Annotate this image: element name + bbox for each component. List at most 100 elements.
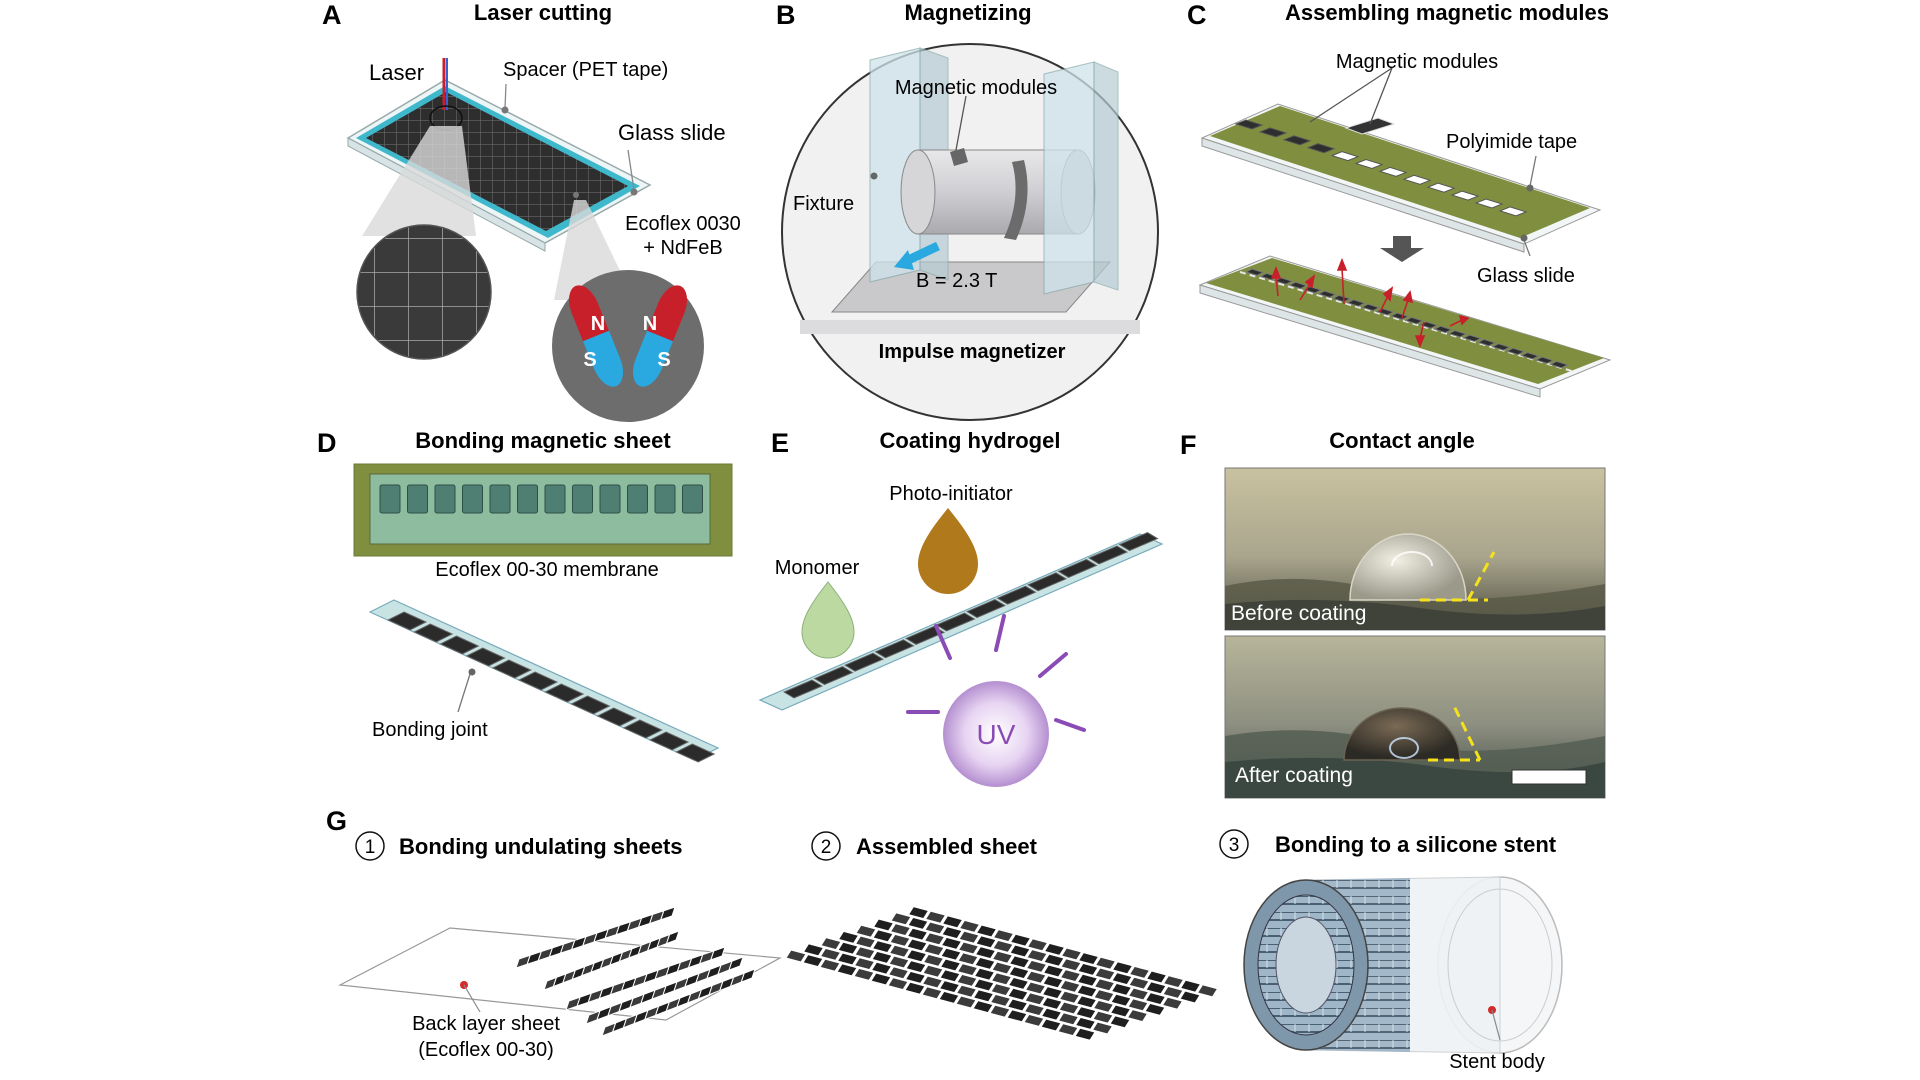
sheet-tile [1041, 996, 1063, 1010]
ecoflex-label-1: Ecoflex 0030 [625, 213, 741, 235]
sheet-tile [1074, 1016, 1097, 1030]
module-strip-on-cylinder [1004, 160, 1028, 240]
n-label-left: N [591, 313, 605, 335]
sheet-tile [1009, 944, 1031, 958]
magnet-particle-right [632, 285, 688, 387]
sheet-tile [820, 937, 842, 951]
panel-d-letter: D [317, 428, 337, 458]
sheet-tile [1128, 976, 1150, 990]
sheet-tile [921, 975, 944, 989]
sheet-tile [1023, 1003, 1046, 1017]
sheet-tile [1094, 967, 1116, 981]
sheet-tile [1077, 952, 1100, 966]
tape-module [1306, 143, 1336, 154]
membrane-cell [434, 484, 456, 514]
sheet-tile [940, 947, 962, 961]
panel-b: B Magnetizing Magnetic modules Fixture B… [776, 0, 1159, 421]
tape-cell [1402, 174, 1432, 185]
sheet-tile [973, 967, 996, 981]
sheet-tile [872, 929, 894, 943]
sheet-tile [1161, 996, 1184, 1010]
panel-g-letter: G [326, 806, 347, 836]
tape-cell [1450, 190, 1480, 201]
sheet-tile [958, 919, 981, 933]
sheet-tile [989, 1004, 1011, 1018]
sheet-tile [1091, 1021, 1114, 1035]
sheet-tile [1075, 995, 1098, 1009]
coated-module [843, 652, 885, 672]
sheet-tile [1196, 984, 1219, 998]
uv-lamp [943, 681, 1049, 787]
sheet-tile [972, 989, 995, 1003]
sheet-tile [905, 960, 927, 974]
sheet-tile [871, 950, 893, 964]
sheet-tile [956, 963, 979, 977]
magnetization-arrows [1270, 257, 1470, 349]
assembled-module [1549, 360, 1569, 369]
sheet-tile [1025, 959, 1048, 973]
tape-module [1258, 127, 1288, 138]
tape-cell [1354, 158, 1384, 170]
sheet-tile [1007, 976, 1030, 990]
tape-module [1282, 135, 1312, 146]
polyimide-tape-label: Polyimide tape [1446, 131, 1577, 153]
sheet-tile [924, 910, 947, 924]
sheet-tile [1074, 1027, 1096, 1041]
undulating-segment [728, 956, 744, 971]
coated-module [1057, 558, 1098, 578]
sheet-tile [889, 923, 912, 937]
undulating-sheets [515, 906, 756, 1037]
sheet-tile [1058, 990, 1081, 1004]
coated-module [904, 625, 946, 645]
assembled-sheet [785, 906, 1219, 1041]
sheet-tile [837, 941, 859, 955]
sheet-tile [890, 912, 912, 926]
sheet-tile [888, 944, 911, 958]
sheet-tile [837, 930, 860, 944]
sheet-tile [1162, 985, 1184, 999]
sheet-tile [887, 966, 910, 980]
sheet-tile [974, 946, 997, 960]
water-drop-before [1349, 533, 1467, 601]
sheet-tile [802, 954, 824, 968]
sheet-tile [922, 964, 944, 978]
strip-module [491, 659, 532, 679]
step-1-number: 1 [365, 837, 376, 858]
sheet-tile [938, 980, 961, 994]
coated-module [1118, 532, 1159, 552]
panel-e-title: Coating hydrogel [880, 428, 1061, 453]
membrane-cell [407, 484, 428, 514]
sheet-tile [1144, 1002, 1166, 1016]
monomer-label: Monomer [775, 557, 860, 579]
sheet-tile [1025, 970, 1047, 984]
membrane-cell [517, 484, 538, 514]
sheet-tile [1008, 955, 1031, 969]
strip-module [570, 695, 611, 715]
sheet-tile [1009, 933, 1032, 947]
coated-module [782, 679, 824, 699]
assembled-module [1288, 281, 1308, 290]
sheet-tile [1026, 938, 1049, 952]
coated-module [813, 666, 854, 686]
angle-tangent-before [1466, 551, 1496, 601]
undulating-segment [710, 946, 726, 961]
strip-module [544, 683, 585, 703]
panel-f: F Contact angle Before coating After coa… [1180, 428, 1606, 799]
sheet-tile [854, 935, 877, 949]
membrane-cell [654, 484, 676, 514]
sheet-tile [1041, 986, 1064, 1000]
step-2-number: 2 [821, 837, 832, 858]
sheet-tile [1057, 1012, 1080, 1026]
assembled-module [1491, 343, 1511, 351]
step-3-number: 3 [1229, 835, 1240, 856]
sheet-tile [906, 938, 928, 952]
membrane-cell [572, 484, 593, 514]
magnetic-modules-label-b: Magnetic modules [895, 77, 1057, 99]
membrane-cells [379, 484, 703, 514]
panel-b-letter: B [776, 0, 796, 30]
sheet-tile [940, 936, 963, 950]
sheet-tile [939, 958, 962, 972]
panel-b-title: Magnetizing [904, 0, 1031, 25]
step-2-title: Assembled sheet [856, 834, 1038, 859]
